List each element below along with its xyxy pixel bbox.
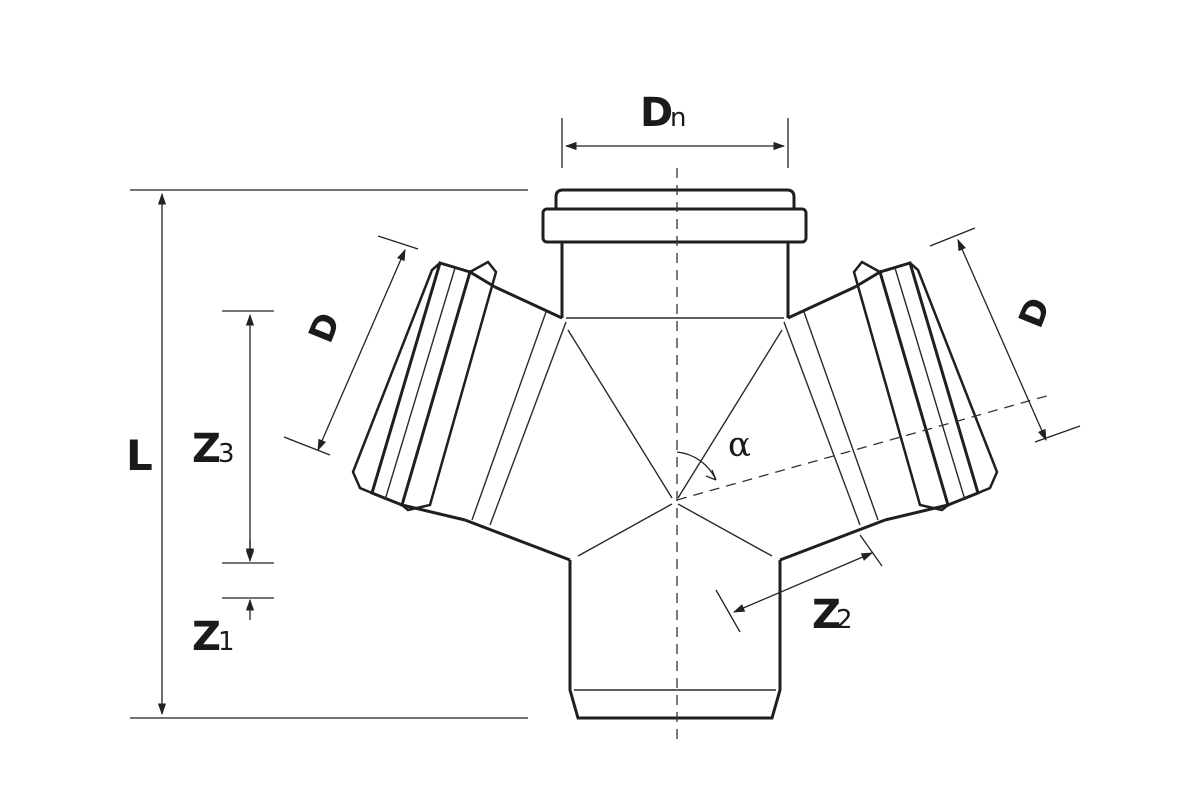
right-intersection-lower [677,503,773,557]
angle-arc [676,451,717,481]
d-left-dimension-line [317,248,406,452]
z2-ext-right [859,534,883,567]
right-socket-inner-line [894,267,966,501]
right-intersection-upper [677,329,783,499]
d-right-ext-top [929,227,976,247]
left-intersection-lower [577,503,673,557]
right-socket-rim [909,262,999,495]
d-right-ext-bottom [1034,425,1081,443]
z2-dimension-line [732,552,874,613]
z3-label-subscript: 3 [218,439,235,469]
left-socket-body [400,269,496,522]
left-socket-depth-line-1 [471,311,547,521]
z-dimensions-left [222,310,274,620]
z2-dimension [715,534,883,633]
z1-label-subscript: 1 [218,627,235,657]
z2-label-subscript: 2 [836,605,853,635]
z2-ext-left [715,589,741,633]
left-socket-rim [351,262,441,495]
left-branch [351,260,673,562]
d-right-dimension-line [957,238,1047,442]
left-socket-ring [370,261,471,507]
d-right-dimension [929,227,1081,443]
d-left-ext-bottom [283,436,331,456]
z2-label: Z [812,592,841,638]
left-intersection-upper [567,329,673,499]
right-socket-depth-line-2 [783,321,861,526]
right-branch [677,260,999,562]
bottom-spigot [568,560,782,720]
right-socket-depth-line-1 [803,311,879,521]
l-label: L [126,431,153,480]
top-socket-rim [554,188,796,209]
left-socket-inner-line [384,267,456,501]
z1-label: Z [192,614,221,660]
right-socket-ring [879,261,980,507]
right-socket-collar [852,260,949,512]
d-right-label: D [1011,292,1059,333]
left-branch-lower-wall [464,518,571,562]
l-dimension [130,189,528,719]
dn-label: D [640,90,673,136]
left-socket-collar [401,260,498,512]
d-left-ext-top [377,235,419,250]
z3-label: Z [192,426,221,472]
d-left-dimension [283,235,419,456]
dn-label-subscript: n [670,103,686,133]
right-branch-centerline [676,394,1051,501]
d-left-label: D [301,307,349,348]
left-branch-upper-wall [494,285,563,320]
right-branch-upper-wall [787,285,856,320]
left-socket-depth-line-2 [489,321,567,526]
angle-arc-tick [705,469,717,481]
angle-label: α [728,425,751,465]
right-socket-body [854,269,950,522]
dn-dimension [561,118,789,168]
main-pipe [541,188,808,720]
top-socket-collar [541,207,808,244]
